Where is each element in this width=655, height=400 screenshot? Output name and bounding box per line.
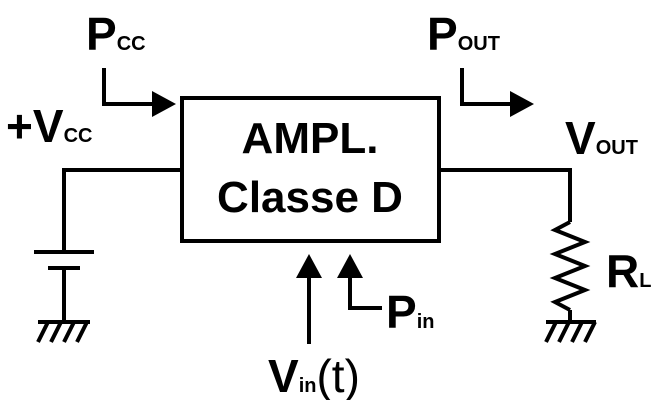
vin-arg: (t) — [316, 350, 359, 400]
vcc-main: V — [33, 100, 64, 152]
ground-left-icon — [36, 320, 90, 343]
rl-sub: L — [639, 270, 651, 292]
ground-right-icon — [544, 320, 597, 343]
pout-main: P — [427, 8, 458, 60]
block-title-line1: AMPL. — [242, 114, 379, 163]
rl-label: RL — [606, 245, 651, 297]
pcc-sub: CC — [117, 33, 146, 55]
vin-arrow-icon — [296, 254, 322, 344]
vin-sub: in — [299, 375, 317, 397]
vin-main: V — [268, 350, 299, 400]
supply-wire — [62, 168, 182, 252]
pin-sub: in — [417, 311, 435, 333]
vout-main: V — [565, 112, 596, 164]
output-wire — [439, 168, 572, 222]
pin-label: Pin — [386, 286, 434, 338]
load-resistor — [549, 220, 591, 312]
pcc-main: P — [86, 8, 117, 60]
amplifier-block — [180, 96, 441, 243]
vout-label: VOUT — [565, 112, 638, 164]
vcc-label: +VCC — [6, 100, 92, 152]
pin-arrow-icon — [337, 254, 382, 310]
vout-sub: OUT — [596, 137, 638, 159]
block-title-line2: Classe D — [217, 173, 403, 222]
pin-main: P — [386, 286, 417, 338]
pcc-arrow-icon — [102, 68, 176, 117]
vin-label: Vin(t) — [268, 350, 360, 400]
vcc-sign: + — [6, 100, 33, 152]
vcc-sub: CC — [64, 125, 93, 147]
pout-sub: OUT — [458, 33, 500, 55]
rl-main: R — [606, 245, 639, 297]
pout-arrow-icon — [460, 68, 534, 117]
pout-label: POUT — [427, 8, 500, 60]
pcc-label: PCC — [86, 8, 146, 60]
